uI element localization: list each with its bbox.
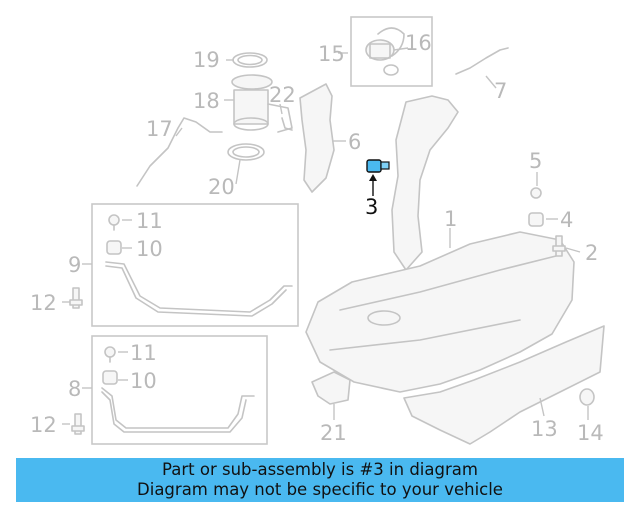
fuel-cap-part xyxy=(365,27,405,76)
strap-kit-box-upper xyxy=(91,203,299,327)
callout-2: 2 xyxy=(585,241,598,265)
callout-15: 15 xyxy=(318,42,345,66)
notice-line-part-number: Part or sub-assembly is #3 in diagram xyxy=(162,460,478,479)
callout-11-lower: 11 xyxy=(130,341,157,365)
callout-10-upper: 10 xyxy=(136,237,163,261)
callout-1: 1 xyxy=(444,207,457,231)
callout-19: 19 xyxy=(193,48,220,72)
bracket-part xyxy=(311,371,351,405)
callout-6: 6 xyxy=(348,130,361,154)
callout-8: 8 xyxy=(68,377,81,401)
fuel-pump-module-part xyxy=(231,74,293,133)
bolt-part-12b xyxy=(71,413,85,435)
diagram-notice-banner: Part or sub-assembly is #3 in diagram Di… xyxy=(16,458,624,502)
callout-17: 17 xyxy=(146,117,173,141)
strap-kit-box-lower xyxy=(91,335,268,445)
callout-21: 21 xyxy=(320,421,347,445)
nut-part xyxy=(579,388,595,406)
spacer-part-10a xyxy=(106,240,122,255)
callout-13: 13 xyxy=(531,417,558,441)
leader-lines xyxy=(62,47,589,425)
callout-14: 14 xyxy=(577,421,604,445)
tank-strap-lower-part xyxy=(101,387,255,429)
callout-7: 7 xyxy=(494,79,507,103)
pump-seal-part xyxy=(227,143,265,161)
tank-strap-upper-part xyxy=(105,261,293,313)
callout-16: 16 xyxy=(405,31,432,55)
bolt-part-2 xyxy=(552,235,566,257)
notice-line-disclaimer: Diagram may not be specific to your vehi… xyxy=(137,480,503,499)
cap-assembly-box xyxy=(350,16,433,87)
callout-9: 9 xyxy=(68,253,81,277)
callout-18: 18 xyxy=(193,89,220,113)
skid-plate-part xyxy=(403,325,605,445)
clip-part-11a xyxy=(108,214,120,231)
callout-3[interactable]: 3 xyxy=(365,195,378,219)
sensor-lead-part xyxy=(455,47,509,75)
callout-12-lower: 12 xyxy=(30,413,57,437)
clip-part-5 xyxy=(530,187,542,199)
filler-neck-part xyxy=(391,95,459,271)
callout-4: 4 xyxy=(560,208,573,232)
callout-11-upper: 11 xyxy=(136,209,163,233)
callout-22: 22 xyxy=(269,83,296,107)
highlighted-bolt-part-3[interactable] xyxy=(366,159,390,173)
fuel-tank-part xyxy=(305,231,575,393)
callout-10-lower: 10 xyxy=(130,369,157,393)
callout-20: 20 xyxy=(208,175,235,199)
clip-part-11b xyxy=(104,346,116,363)
bolt-part-12a xyxy=(69,287,83,309)
hose-part xyxy=(281,117,293,131)
callout-5: 5 xyxy=(529,149,542,173)
spacer-part-4 xyxy=(528,212,544,227)
vapor-line-part xyxy=(136,117,223,187)
heat-shield-part xyxy=(299,83,335,193)
spacer-part-10b xyxy=(102,370,118,385)
callout-12-upper: 12 xyxy=(30,291,57,315)
lock-ring-part xyxy=(232,52,268,68)
